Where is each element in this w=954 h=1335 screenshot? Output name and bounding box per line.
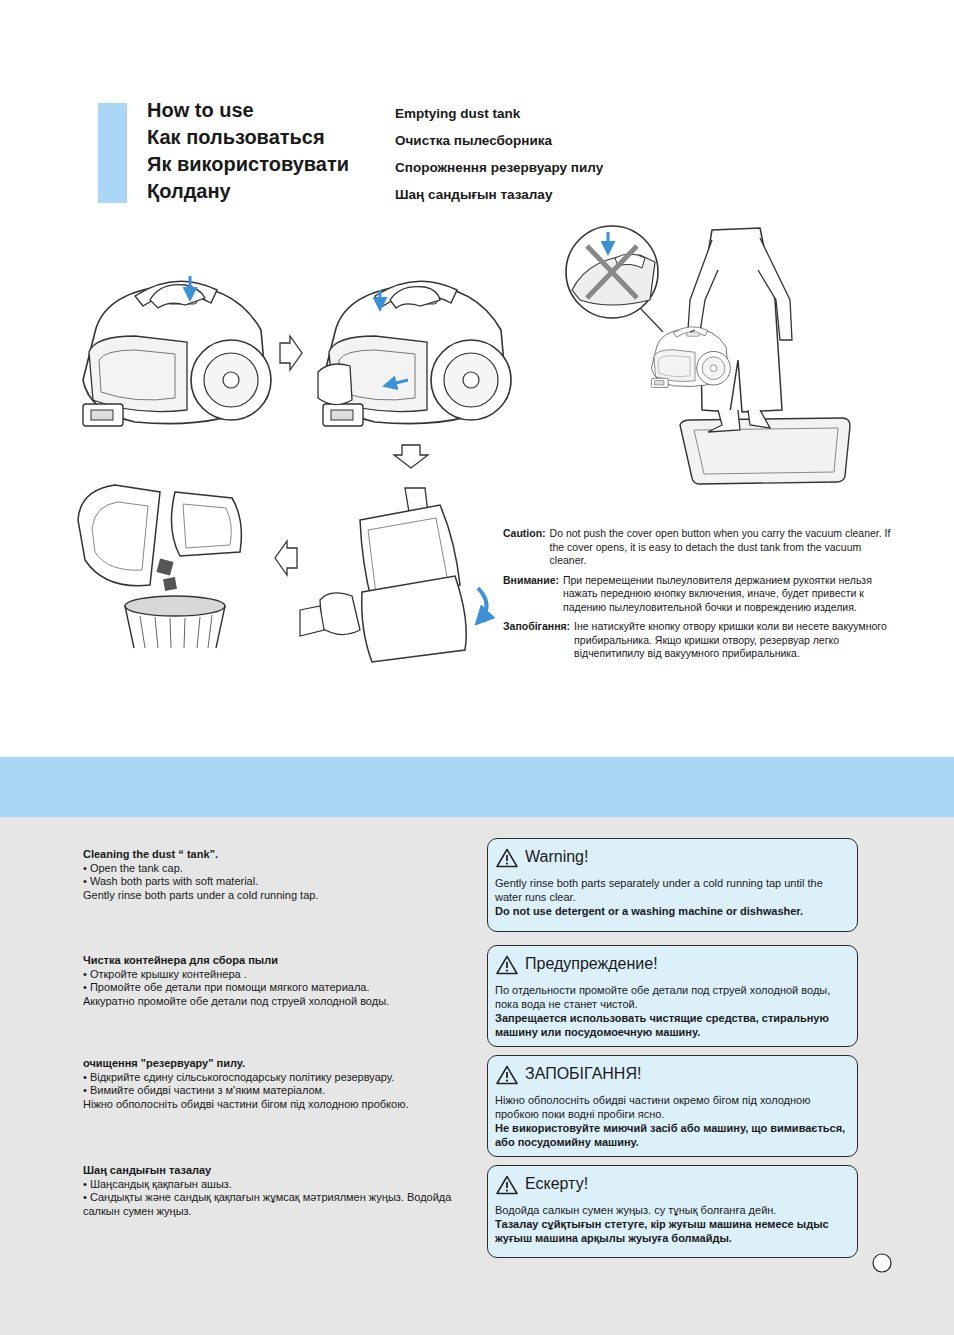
section-title: Очистка пылесборника [395,127,603,154]
instruction-block: Cleaning the dust “ tank”.• Open the tan… [83,848,458,902]
section-title: Шаң сандығын тазалау [395,181,603,208]
page-title: Як використовувати [147,151,349,178]
instruction-heading: очищення "резервуару" пилу. [83,1057,458,1071]
instruction-text: • Промойте обе детали при помощи мягкого… [83,981,458,995]
instruction-text: • Wash both parts with soft material. [83,875,458,889]
warning-box: ЗАПОБІГАННЯ! Ніжно обполосніть обидві час… [487,1055,858,1157]
caution-label: Caution: [503,527,546,541]
instruction-text: • Откройте крышку контейнера . [83,968,458,982]
warning-prohibition: Не використовуйте миючий засіб або машин… [495,1121,849,1149]
instruction-block: Чистка контейнера для сбора пыли• Открой… [83,954,458,1008]
instruction-text: • Сандықты және сандық қақпағын жұмсақ м… [83,1191,458,1218]
warning-prohibition: Запрещается использовать чистящие средст… [495,1011,849,1039]
instruction-text: Gently rinse both parts under a cold run… [83,889,458,903]
warning-heading: ЗАПОБІГАННЯ! [495,1063,849,1085]
instruction-text: • Open the tank cap. [83,862,458,876]
warning-text: По отдельности промойте обе детали под с… [495,983,849,1011]
caution-label: Внимание: [503,574,559,588]
warning-heading: Ескерту! [495,1173,849,1195]
caution-label: Запобігання: [503,620,570,634]
warning-icon [496,955,518,975]
section-title: Emptying dust tank [395,100,603,127]
warning-icon [496,848,518,868]
instruction-heading: Шаң сандығын тазалау [83,1164,458,1178]
instruction-heading: Чистка контейнера для сбора пыли [83,954,458,968]
heading-group: How to useКак пользоватьсяЯк використову… [147,97,349,205]
instruction-block: Шаң сандығын тазалау• Шаңсандық қақпағын… [83,1164,458,1218]
warning-text: Gently rinse both parts separately under… [495,876,849,904]
instruction-text: • Відкрийте єдину сільськогосподарську п… [83,1071,458,1085]
warning-box: Ескерту! Водойда салкын сумен жуңыз. су т… [487,1165,858,1258]
caution-text: Do not push the cover open button when y… [550,527,896,568]
section-title: Спорожнення резервуару пилу [395,154,603,181]
warning-prohibition: Do not use detergent or a washing machin… [495,904,849,918]
grey-panel: Cleaning the dust “ tank”.• Open the tan… [0,817,954,1335]
page-title: Қолдану [147,178,349,205]
instruction-text: • Шаңсандық қақпағын ашыз. [83,1178,458,1192]
warning-heading: Warning! [495,846,849,868]
caution-row: Запобігання: Іне натискуйте кнопку отвору… [503,620,896,661]
warning-heading: Предупреждение! [495,953,849,975]
warning-box: Предупреждение! По отдельности промойте о… [487,945,858,1047]
warning-prohibition: Тазалау сұйқтығын стетуге, кір жуғыш маш… [495,1217,849,1245]
instruction-text: Аккуратно промойте обе детали под струей… [83,995,458,1009]
page-number-circle [870,1251,894,1275]
instruction-text: Ніжно обполосніть обидві частини бігом п… [83,1098,458,1112]
warning-box: Warning! Gently rinse both parts separate… [487,838,858,932]
page-title: How to use [147,97,349,124]
warning-icon [496,1175,518,1195]
caution-text: Іне натискуйте кнопку отвору кришки коли… [574,620,896,661]
warning-text: Водойда салкын сумен жуңыз. су тұнық бол… [495,1203,849,1217]
caution-group: Caution: Do not push the cover open butto… [503,527,896,667]
warning-text: Ніжно обполосніть обидві частини окремо … [495,1093,849,1121]
caution-row: Caution: Do not push the cover open butto… [503,527,896,568]
caution-row: Внимание: При перемещении пылеуловителя д… [503,574,896,615]
warning-icon [496,1065,518,1085]
subheading-group: Emptying dust tankОчистка пылесборникаСп… [395,100,603,208]
instruction-text: • Вимийте обидві частини з м'яким матері… [83,1084,458,1098]
instruction-block: очищення "резервуару" пилу.• Відкрийте є… [83,1057,458,1111]
instruction-heading: Cleaning the dust “ tank”. [83,848,458,862]
blue-band [0,757,954,817]
caution-text: При перемещении пылеуловителя держанием … [563,574,896,615]
page-title: Как пользоваться [147,124,349,151]
